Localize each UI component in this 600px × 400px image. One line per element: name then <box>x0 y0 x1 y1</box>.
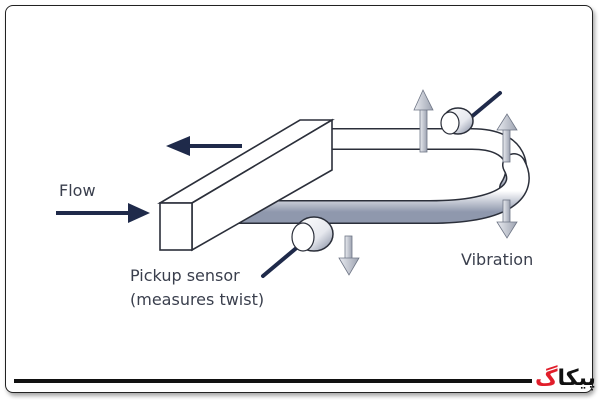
vibration-arrow-right-down <box>496 199 518 239</box>
vibration-arrow-top-right <box>496 113 518 163</box>
flow-label: Flow <box>59 181 96 200</box>
vibration-arrow-top-left <box>413 89 434 153</box>
upper-tube <box>307 128 528 199</box>
manifold-block <box>157 118 335 252</box>
pickup-sensor-label: Pickup sensor <box>130 266 240 285</box>
brand-divider <box>14 379 532 383</box>
measures-twist-label: (measures twist) <box>130 290 265 309</box>
flow-out-arrow <box>166 136 242 156</box>
brand-logo: پیکاگ <box>535 366 596 391</box>
top-pickup-sensor <box>440 91 502 135</box>
vibration-label: Vibration <box>461 250 534 269</box>
bottom-pickup-sensor <box>261 216 334 278</box>
vibration-arrow-bottom <box>338 235 360 276</box>
brand-accent: گ <box>535 366 558 391</box>
flow-in-arrow <box>56 203 150 223</box>
brand-text: پیکا <box>557 366 596 391</box>
